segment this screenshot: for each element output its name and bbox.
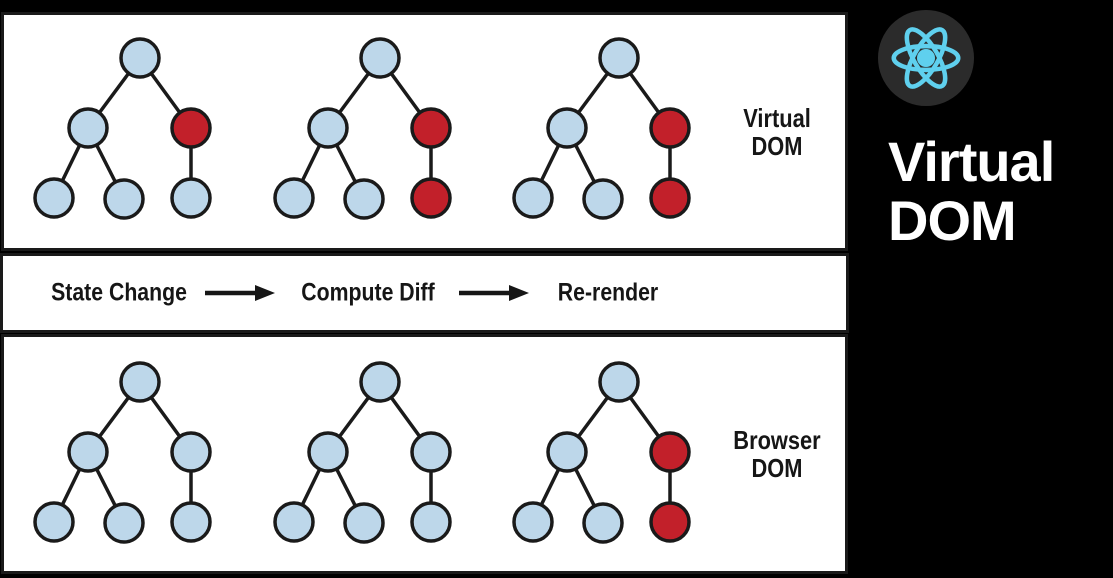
browser-dom-label-line2: DOM [751, 453, 803, 483]
dom-tree [273, 361, 452, 544]
process-strip: State Change Compute Diff Re-render [0, 253, 849, 333]
tree-node-blue [598, 37, 640, 79]
tree-node-blue [170, 431, 212, 473]
tree-node-blue [103, 502, 145, 544]
right-arrow-icon [459, 285, 529, 301]
browser-dom-label: Browser DOM [723, 426, 831, 482]
virtual-dom-label-line2: DOM [751, 130, 803, 161]
tree-node-red [170, 107, 212, 149]
tree-node-red [649, 501, 691, 543]
tree-node-red [649, 177, 691, 219]
tree-node-blue [546, 107, 588, 149]
react-logo-icon [891, 27, 961, 89]
right-arrow-icon [205, 285, 275, 301]
tree-node-blue [359, 37, 401, 79]
tree-node-blue [546, 431, 588, 473]
dom-tree [512, 361, 691, 544]
dom-tree [33, 361, 212, 544]
step-re-render: Re-render [557, 278, 659, 307]
virtual-dom-trees [33, 37, 691, 220]
tree-node-blue [119, 37, 161, 79]
browser-dom-panel: Browser DOM [1, 334, 848, 574]
dom-tree [33, 37, 212, 220]
tree-node-blue [307, 431, 349, 473]
tree-node-blue [512, 501, 554, 543]
tree-node-blue [359, 361, 401, 403]
dom-tree [273, 37, 452, 220]
step-compute-diff: Compute Diff [301, 278, 435, 307]
virtual-dom-label: Virtual DOM [723, 103, 831, 159]
dom-tree [512, 37, 691, 220]
tree-node-red [649, 431, 691, 473]
tree-node-blue [410, 501, 452, 543]
tree-node-blue [343, 502, 385, 544]
tree-node-blue [582, 178, 624, 220]
step-state-change: State Change [51, 278, 187, 307]
tree-node-blue [170, 501, 212, 543]
tree-node-blue [598, 361, 640, 403]
browser-dom-label-line1: Browser [733, 424, 821, 455]
tree-node-blue [33, 177, 75, 219]
tree-node-blue [273, 501, 315, 543]
tree-node-blue [512, 177, 554, 219]
tree-node-red [649, 107, 691, 149]
tree-node-blue [119, 361, 161, 403]
tree-node-blue [582, 502, 624, 544]
sidebar-title-line2: DOM [888, 189, 1017, 253]
tree-node-blue [103, 178, 145, 220]
tree-node-blue [67, 431, 109, 473]
react-logo-badge [878, 10, 974, 106]
tree-node-red [410, 177, 452, 219]
tree-node-blue [307, 107, 349, 149]
sidebar-title: Virtual DOM [888, 130, 1055, 253]
tree-node-blue [410, 431, 452, 473]
tree-node-red [410, 107, 452, 149]
tree-node-blue [343, 178, 385, 220]
tree-node-blue [67, 107, 109, 149]
browser-dom-trees [33, 361, 691, 544]
virtual-dom-label-line1: Virtual [743, 102, 811, 133]
tree-node-blue [170, 177, 212, 219]
sidebar-title-line1: Virtual [888, 130, 1055, 193]
tree-node-blue [33, 501, 75, 543]
tree-node-blue [273, 177, 315, 219]
virtual-dom-panel: Virtual DOM [1, 12, 848, 251]
